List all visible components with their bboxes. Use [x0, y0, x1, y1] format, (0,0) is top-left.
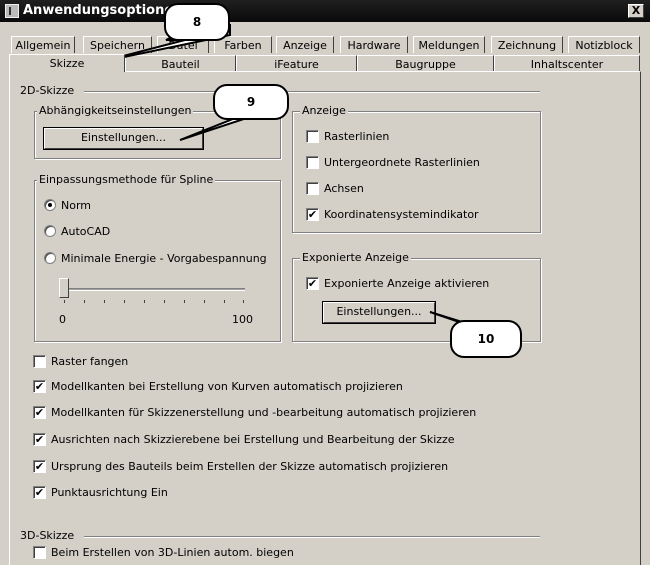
point-alignment-checkbox[interactable]: ✔	[33, 486, 46, 499]
point-alignment-label: Punktausrichtung Ein	[51, 486, 168, 499]
snap-grid-checkbox[interactable]	[33, 355, 46, 368]
tension-slider-track[interactable]	[62, 288, 245, 291]
spline-norm-label: Norm	[61, 199, 92, 212]
project-edges-curves-label: Modellkanten bei Erstellung von Kurven a…	[51, 380, 403, 393]
coord-indicator-label: Koordinatensystemindikator	[324, 208, 479, 221]
tab-bauteil[interactable]: Bauteil	[125, 55, 236, 72]
callout-10: 10	[450, 320, 522, 358]
project-edges-sketch-label: Modellkanten für Skizzenerstellung und -…	[51, 406, 477, 419]
tab-inhaltscenter[interactable]: Inhaltscenter	[494, 55, 640, 72]
section-divider	[84, 536, 540, 538]
section-divider	[84, 91, 540, 93]
coord-indicator-checkbox[interactable]: ✔	[306, 208, 319, 221]
constraints-settings-button[interactable]: Einstellungen...	[43, 127, 204, 150]
slider-tick	[64, 300, 65, 303]
section-3d-sketch: 3D-Skizze	[20, 529, 75, 542]
slider-tick	[204, 300, 205, 303]
section-2d-sketch: 2D-Skizze	[20, 84, 75, 97]
exposed-display-title: Exponierte Anzeige	[300, 251, 411, 264]
slider-tick	[104, 300, 105, 303]
exposed-display-group	[292, 258, 541, 342]
tab-allgemein[interactable]: Allgemein	[11, 36, 75, 53]
slider-tick	[224, 300, 225, 303]
slider-tick	[243, 300, 244, 303]
tab-ifeature[interactable]: iFeature	[236, 55, 357, 72]
exposed-display-checkbox[interactable]: ✔	[306, 277, 319, 290]
spline-minenergy-label: Minimale Energie - Vorgabespannung	[61, 252, 267, 265]
sub-gridlines-checkbox[interactable]	[306, 156, 319, 169]
tab-baugruppe[interactable]: Baugruppe	[357, 55, 494, 72]
close-button[interactable]: X	[628, 4, 644, 18]
slider-max-label: 100	[232, 313, 253, 326]
project-edges-curves-checkbox[interactable]: ✔	[33, 380, 46, 393]
slider-tick	[164, 300, 165, 303]
slider-min-label: 0	[59, 313, 66, 326]
tab-hardware[interactable]: Hardware	[340, 36, 408, 53]
tab-zeichnung[interactable]: Zeichnung	[491, 36, 563, 53]
callout-9: 9	[213, 84, 289, 120]
rasterlinien-label: Rasterlinien	[324, 130, 390, 143]
spline-norm-radio[interactable]	[44, 199, 56, 211]
tab-notizblock[interactable]: Notizblock	[568, 36, 640, 53]
align-sketch-plane-checkbox[interactable]: ✔	[33, 433, 46, 446]
axes-label: Achsen	[324, 182, 364, 195]
tab-anzeige[interactable]: Anzeige	[276, 36, 334, 53]
callout-8: 8	[164, 3, 230, 41]
snap-grid-label: Raster fangen	[51, 355, 129, 368]
tension-slider-thumb[interactable]	[59, 278, 69, 298]
options-panel	[9, 71, 641, 565]
rasterlinien-checkbox[interactable]	[306, 130, 319, 143]
display-title: Anzeige	[300, 104, 348, 117]
slider-tick	[124, 300, 125, 303]
spline-autocad-label: AutoCAD	[61, 225, 111, 238]
slider-tick	[184, 300, 185, 303]
spline-autocad-radio[interactable]	[44, 225, 56, 237]
constraints-title: Abhängigkeitseinstellungen	[37, 104, 194, 117]
axes-checkbox[interactable]	[306, 182, 319, 195]
project-origin-checkbox[interactable]: ✔	[33, 460, 46, 473]
spline-minenergy-radio[interactable]	[44, 252, 56, 264]
app-icon	[5, 4, 19, 18]
project-origin-label: Ursprung des Bauteils beim Erstellen der…	[51, 460, 449, 473]
window-title: Anwendungsoptionen	[23, 3, 183, 18]
auto-bend-label: Beim Erstellen von 3D-Linien autom. bieg…	[51, 546, 294, 559]
spline-title: Einpassungsmethode für Spline	[37, 173, 216, 186]
tab-meldungen[interactable]: Meldungen	[413, 36, 485, 53]
title-bar: Anwendungsoptionen X	[0, 0, 650, 22]
slider-tick	[84, 300, 85, 303]
sub-gridlines-label: Untergeordnete Rasterlinien	[324, 156, 480, 169]
project-edges-sketch-checkbox[interactable]: ✔	[33, 406, 46, 419]
display-group	[292, 111, 541, 233]
exposed-settings-button[interactable]: Einstellungen...	[322, 301, 436, 324]
tab-skizze[interactable]: Skizze	[9, 54, 125, 72]
tab-speichern[interactable]: Speichern	[83, 36, 152, 53]
exposed-display-label: Exponierte Anzeige aktivieren	[324, 277, 490, 290]
slider-tick	[144, 300, 145, 303]
auto-bend-checkbox[interactable]	[33, 546, 46, 559]
align-sketch-plane-label: Ausrichten nach Skizzierebene bei Erstel…	[51, 433, 455, 446]
